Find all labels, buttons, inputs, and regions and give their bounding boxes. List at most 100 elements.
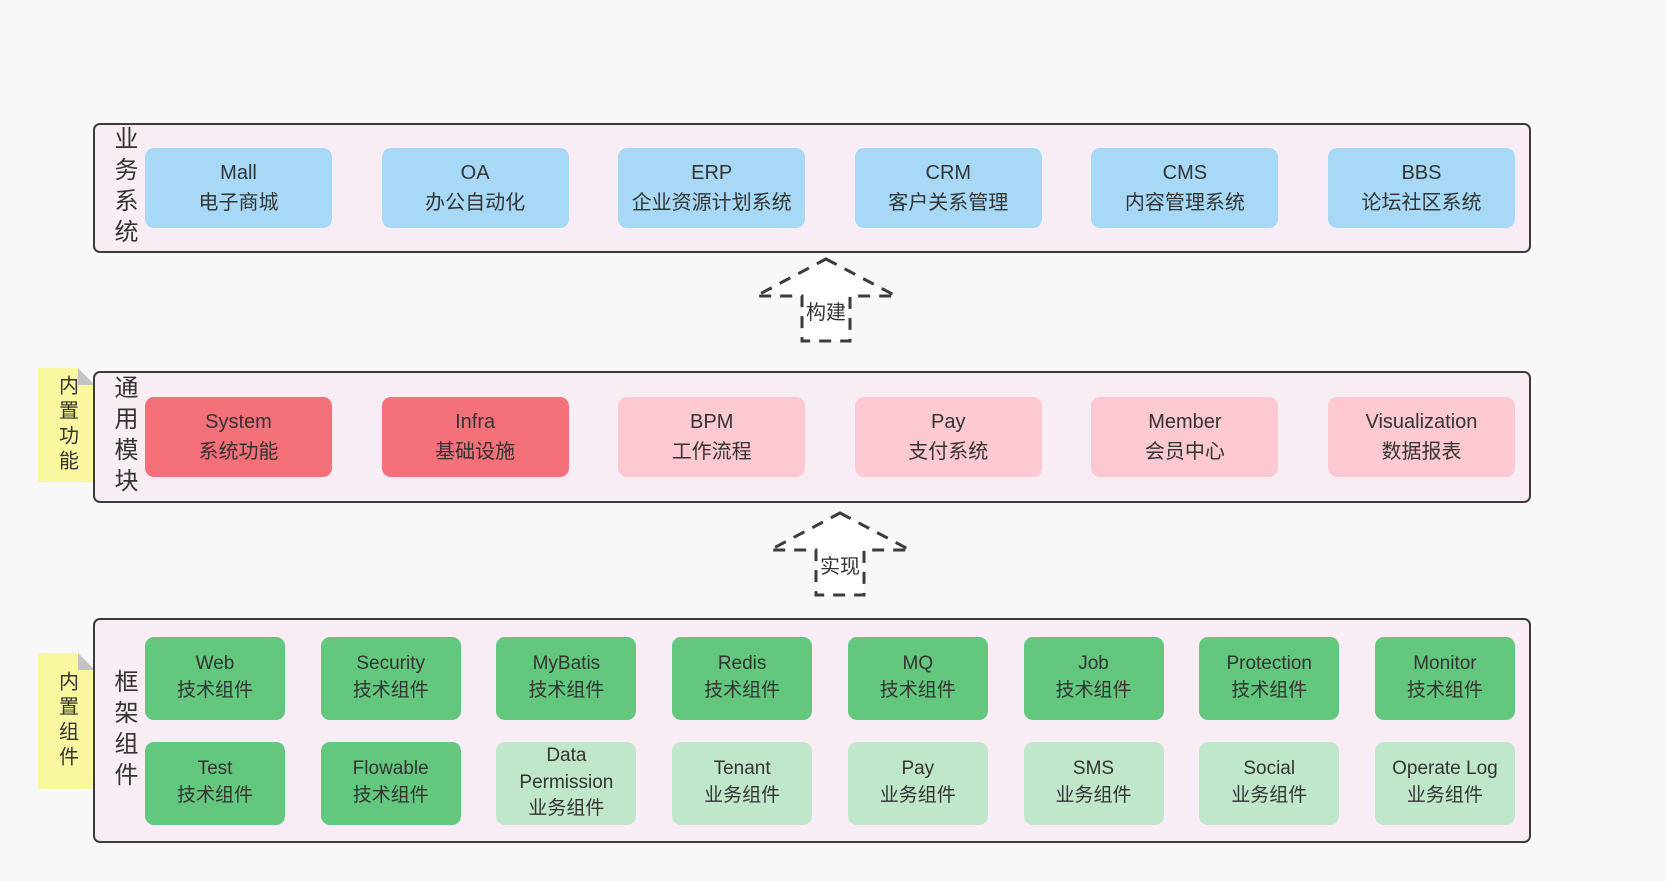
module-desc: 客户关系管理 bbox=[888, 192, 1009, 214]
module-box-tenant: Tenant 业务组件 bbox=[672, 741, 813, 825]
module-desc: 技术组件 bbox=[879, 680, 956, 701]
module-box-bbs: BBS 论坛社区系统 bbox=[1327, 148, 1515, 228]
module-box-pay: Pay 业务组件 bbox=[847, 741, 988, 825]
module-desc: 业务组件 bbox=[879, 785, 956, 806]
module-name: Visualization bbox=[1365, 411, 1478, 433]
module-name: CRM bbox=[925, 162, 972, 184]
module-name: BBS bbox=[1401, 162, 1442, 184]
module-name: Job bbox=[1078, 653, 1109, 675]
module-box-operate-log: Operate Log 业务组件 bbox=[1374, 741, 1515, 825]
module-desc: 内容管理系统 bbox=[1124, 192, 1245, 214]
builtin-features-sticky-note: 内置功能 bbox=[38, 368, 95, 482]
module-desc: 办公自动化 bbox=[425, 192, 526, 214]
module-box-visualization: Visualization 数据报表 bbox=[1327, 397, 1515, 477]
module-desc: 企业资源计划系统 bbox=[631, 192, 792, 214]
panel-common-modules-label: 通用模块 bbox=[110, 375, 137, 499]
panel-business-systems-label: 业务系统 bbox=[110, 126, 137, 250]
module-name: Security bbox=[356, 653, 426, 675]
module-desc: 技术组件 bbox=[352, 680, 429, 701]
module-box-cms: CMS 内容管理系统 bbox=[1091, 148, 1279, 228]
module-box-member: Member 会员中心 bbox=[1091, 397, 1279, 477]
module-name: Protection bbox=[1226, 653, 1312, 675]
box-row: Mall 电子商城 OA 办公自动化 ERP 企业资源计划系统 CRM 客户关系管理 CMS 内容… bbox=[145, 148, 1515, 228]
module-name: ERP bbox=[691, 162, 733, 184]
module-desc: 业务组件 bbox=[1231, 785, 1308, 806]
module-name: Monitor bbox=[1413, 653, 1477, 675]
module-name: Social bbox=[1243, 758, 1296, 780]
module-name: Member bbox=[1148, 411, 1222, 433]
module-desc: 技术组件 bbox=[352, 785, 429, 806]
module-box-job: Job 技术组件 bbox=[1023, 636, 1164, 720]
module-box-mall: Mall 电子商城 bbox=[145, 148, 332, 228]
module-box-security: Security 技术组件 bbox=[320, 636, 461, 720]
implement-arrow-label: 实现 bbox=[818, 550, 862, 579]
module-box-crm: CRM 客户关系管理 bbox=[854, 148, 1042, 228]
module-desc: 业务组件 bbox=[1055, 785, 1132, 806]
module-box-protection: Protection 技术组件 bbox=[1199, 636, 1340, 720]
module-box-mq: MQ 技术组件 bbox=[847, 636, 988, 720]
module-desc: 业务组件 bbox=[1406, 785, 1483, 806]
module-desc: 业务组件 bbox=[704, 785, 781, 806]
module-desc: 技术组件 bbox=[176, 680, 253, 701]
module-desc: 基础设施 bbox=[435, 441, 516, 463]
module-desc: 技术组件 bbox=[176, 785, 253, 806]
sticky-note-label: 内置功能 bbox=[55, 375, 78, 475]
module-desc: 数据报表 bbox=[1381, 441, 1462, 463]
module-desc: 电子商城 bbox=[198, 192, 279, 214]
module-desc: 技术组件 bbox=[1055, 680, 1132, 701]
module-name: Tenant bbox=[713, 758, 771, 780]
module-name: MyBatis bbox=[532, 653, 601, 675]
module-desc: 技术组件 bbox=[1406, 680, 1483, 701]
module-name: Test bbox=[197, 758, 233, 780]
module-name: OA bbox=[460, 162, 490, 184]
module-name: Pay bbox=[901, 758, 935, 780]
module-desc: 论坛社区系统 bbox=[1361, 192, 1482, 214]
build-arrow: 构建 bbox=[751, 256, 901, 346]
module-desc: 技术组件 bbox=[528, 680, 605, 701]
implement-arrow: 实现 bbox=[765, 510, 915, 600]
module-name: SMS bbox=[1072, 758, 1115, 780]
module-name: Mall bbox=[220, 162, 257, 184]
module-desc: 支付系统 bbox=[908, 441, 989, 463]
module-name: Flowable bbox=[352, 758, 429, 780]
module-box-erp: ERP 企业资源计划系统 bbox=[618, 148, 806, 228]
module-box-web: Web 技术组件 bbox=[145, 636, 285, 720]
builtin-components-sticky-note: 内置组件 bbox=[38, 653, 95, 789]
panel-framework-components-label: 框架组件 bbox=[110, 668, 137, 793]
build-arrow-label: 构建 bbox=[804, 296, 848, 325]
box-grid: Mall 电子商城 OA 办公自动化 ERP 企业资源计划系统 CRM 客户关系管理 CMS 内容… bbox=[145, 148, 1515, 228]
module-box-infra: Infra 基础设施 bbox=[381, 397, 569, 477]
module-name: Redis bbox=[717, 653, 767, 675]
module-desc: 系统功能 bbox=[198, 441, 279, 463]
module-box-flowable: Flowable 技术组件 bbox=[320, 741, 461, 825]
module-box-redis: Redis 技术组件 bbox=[672, 636, 813, 720]
module-box-test: Test 技术组件 bbox=[145, 741, 285, 825]
module-name: Pay bbox=[931, 411, 966, 433]
module-name: Data Permission bbox=[519, 744, 614, 793]
module-name: Web bbox=[195, 653, 235, 675]
module-box-social: Social 业务组件 bbox=[1199, 741, 1340, 825]
module-name: Operate Log bbox=[1392, 758, 1498, 780]
module-name: BPM bbox=[690, 411, 734, 433]
panel-business-systems: 业务系统 Mall 电子商城 OA 办公自动化 ERP 企业资源计划系统 CRM 客户关系管理… bbox=[93, 123, 1531, 253]
module-desc: 技术组件 bbox=[704, 680, 781, 701]
module-name: CMS bbox=[1162, 162, 1208, 184]
module-desc: 技术组件 bbox=[1231, 680, 1308, 701]
module-name: MQ bbox=[902, 653, 934, 675]
module-name: Infra bbox=[455, 411, 496, 433]
module-box-oa: OA 办公自动化 bbox=[381, 148, 569, 228]
module-box-monitor: Monitor 技术组件 bbox=[1374, 636, 1515, 720]
module-box-mybatis: MyBatis 技术组件 bbox=[496, 636, 637, 720]
sticky-note-label: 内置组件 bbox=[55, 671, 78, 771]
module-desc: 会员中心 bbox=[1144, 441, 1225, 463]
